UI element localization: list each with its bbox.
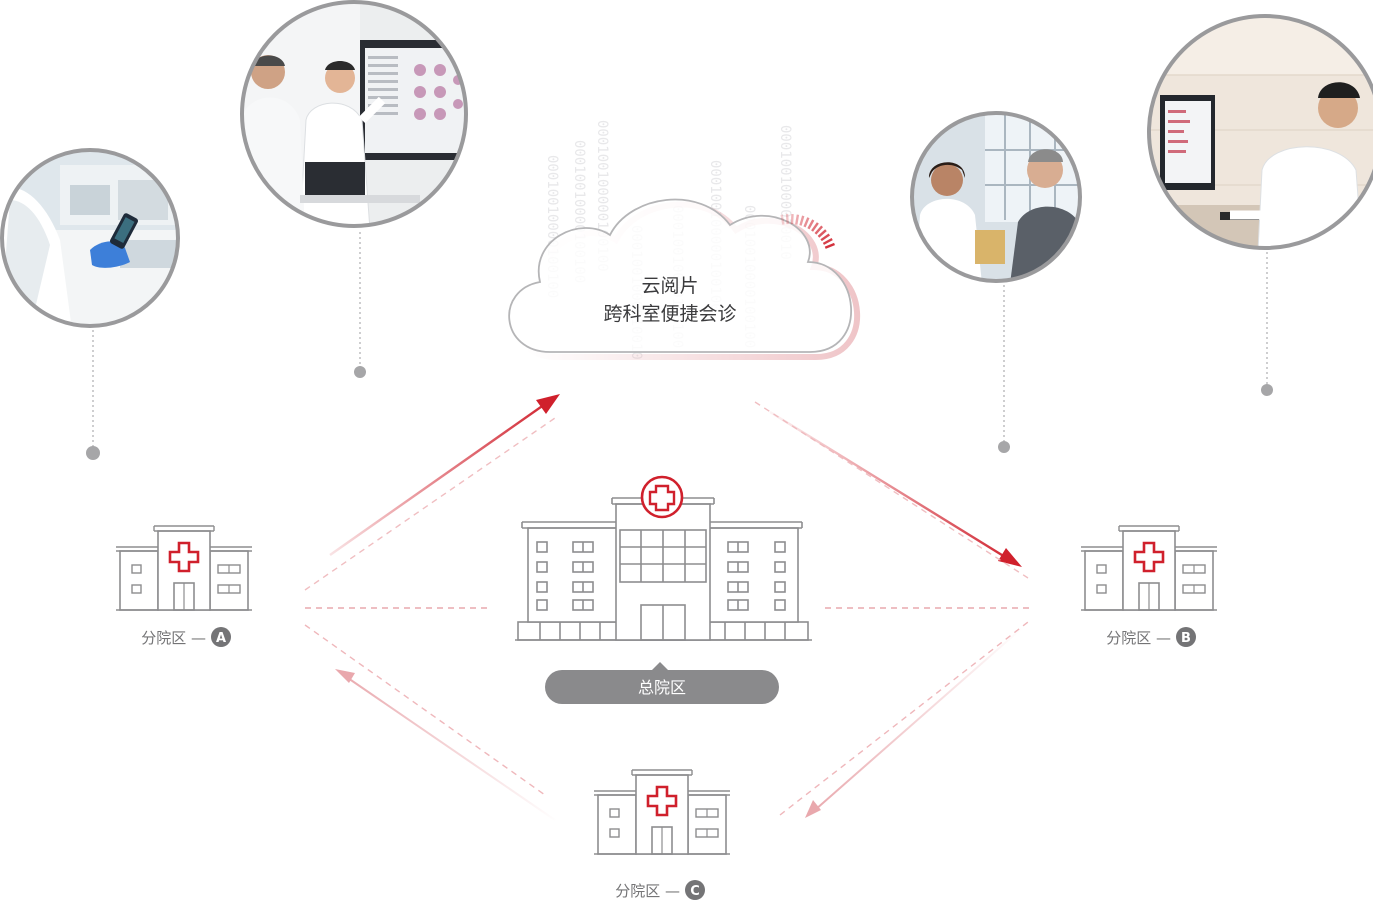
branch-hospital-c: 分院区 — C bbox=[592, 768, 732, 900]
building-window bbox=[774, 561, 786, 573]
photo-pin-connectors bbox=[86, 232, 1273, 460]
branch-c-building-icon bbox=[592, 768, 732, 856]
cloud-title: 云阅片 bbox=[641, 275, 698, 297]
main-hospital-label: 总院区 bbox=[638, 678, 686, 697]
arc-tick bbox=[790, 214, 794, 225]
branch-a-letter: A bbox=[216, 631, 226, 646]
cloud-subtitle: 跨科室便捷会诊 bbox=[603, 303, 736, 325]
arc-tick bbox=[807, 219, 815, 230]
dashed-a-to-c bbox=[304, 624, 546, 796]
connection-arrows bbox=[304, 394, 1030, 821]
building-window bbox=[774, 599, 786, 611]
branch-hospital-b: 分院区 — B bbox=[1079, 524, 1219, 647]
building-window bbox=[774, 581, 786, 593]
arc-tick bbox=[817, 229, 827, 238]
main-hospital-label-pill: 总院区 bbox=[545, 662, 779, 704]
arrow-b-to-c bbox=[814, 627, 1023, 811]
branch-hospital-a: 分院区 — A bbox=[114, 524, 254, 647]
branch-a-building-icon bbox=[114, 524, 254, 612]
main-hospital: 总院区 bbox=[515, 475, 812, 704]
building-window bbox=[536, 541, 548, 553]
building-window bbox=[536, 581, 548, 593]
arc-tick bbox=[780, 214, 785, 225]
arrow-head-cloud-to-b bbox=[998, 548, 1022, 567]
building-window bbox=[536, 561, 548, 573]
arc-tick bbox=[820, 233, 831, 242]
doctor-consultation-photo bbox=[910, 111, 1082, 283]
branch-b-letter: B bbox=[1181, 631, 1191, 646]
arc-tick bbox=[795, 214, 800, 225]
arc-tick bbox=[803, 217, 810, 228]
arc-tick bbox=[799, 215, 805, 226]
branch-b-badge bbox=[1176, 627, 1196, 647]
cloud-outline bbox=[508, 198, 853, 353]
cloud-node: 云阅片 跨科室便捷会诊 bbox=[508, 198, 861, 360]
arc-tick bbox=[814, 225, 824, 235]
main-hospital-building-icon bbox=[515, 497, 812, 641]
doctor-presentation-photo bbox=[240, 0, 468, 228]
cloud-loading-arc-icon bbox=[780, 214, 835, 249]
arrow-a-to-cloud bbox=[329, 401, 549, 556]
dashed-c-to-b bbox=[779, 621, 1029, 816]
arc-tick bbox=[824, 242, 835, 249]
main-hospital-cross-icon bbox=[640, 475, 684, 519]
doctor-computer-photo bbox=[1147, 14, 1373, 250]
branch-a-badge bbox=[211, 627, 231, 647]
dashed-cloud-to-a bbox=[304, 417, 556, 591]
arc-tick bbox=[811, 222, 819, 232]
arrow-c-to-a bbox=[344, 675, 556, 821]
branch-a-label: 分院区 — bbox=[141, 629, 206, 647]
branch-b-building-icon bbox=[1079, 524, 1219, 612]
building-window bbox=[536, 599, 548, 611]
branch-c-badge bbox=[685, 880, 705, 900]
lab-technician-phone-photo bbox=[0, 148, 180, 328]
building-window bbox=[774, 541, 786, 553]
branch-b-label: 分院区 — bbox=[1106, 629, 1171, 647]
arrow-head-a-to-cloud bbox=[536, 394, 560, 414]
arrow-head-b-to-c bbox=[805, 800, 821, 818]
arrow-cloud-to-b bbox=[769, 410, 1011, 562]
arc-tick bbox=[822, 238, 833, 245]
arrow-head-c-to-a bbox=[335, 669, 355, 683]
branch-c-letter: C bbox=[690, 884, 700, 899]
branch-c-label: 分院区 — bbox=[615, 882, 680, 900]
arc-tick bbox=[785, 214, 789, 225]
